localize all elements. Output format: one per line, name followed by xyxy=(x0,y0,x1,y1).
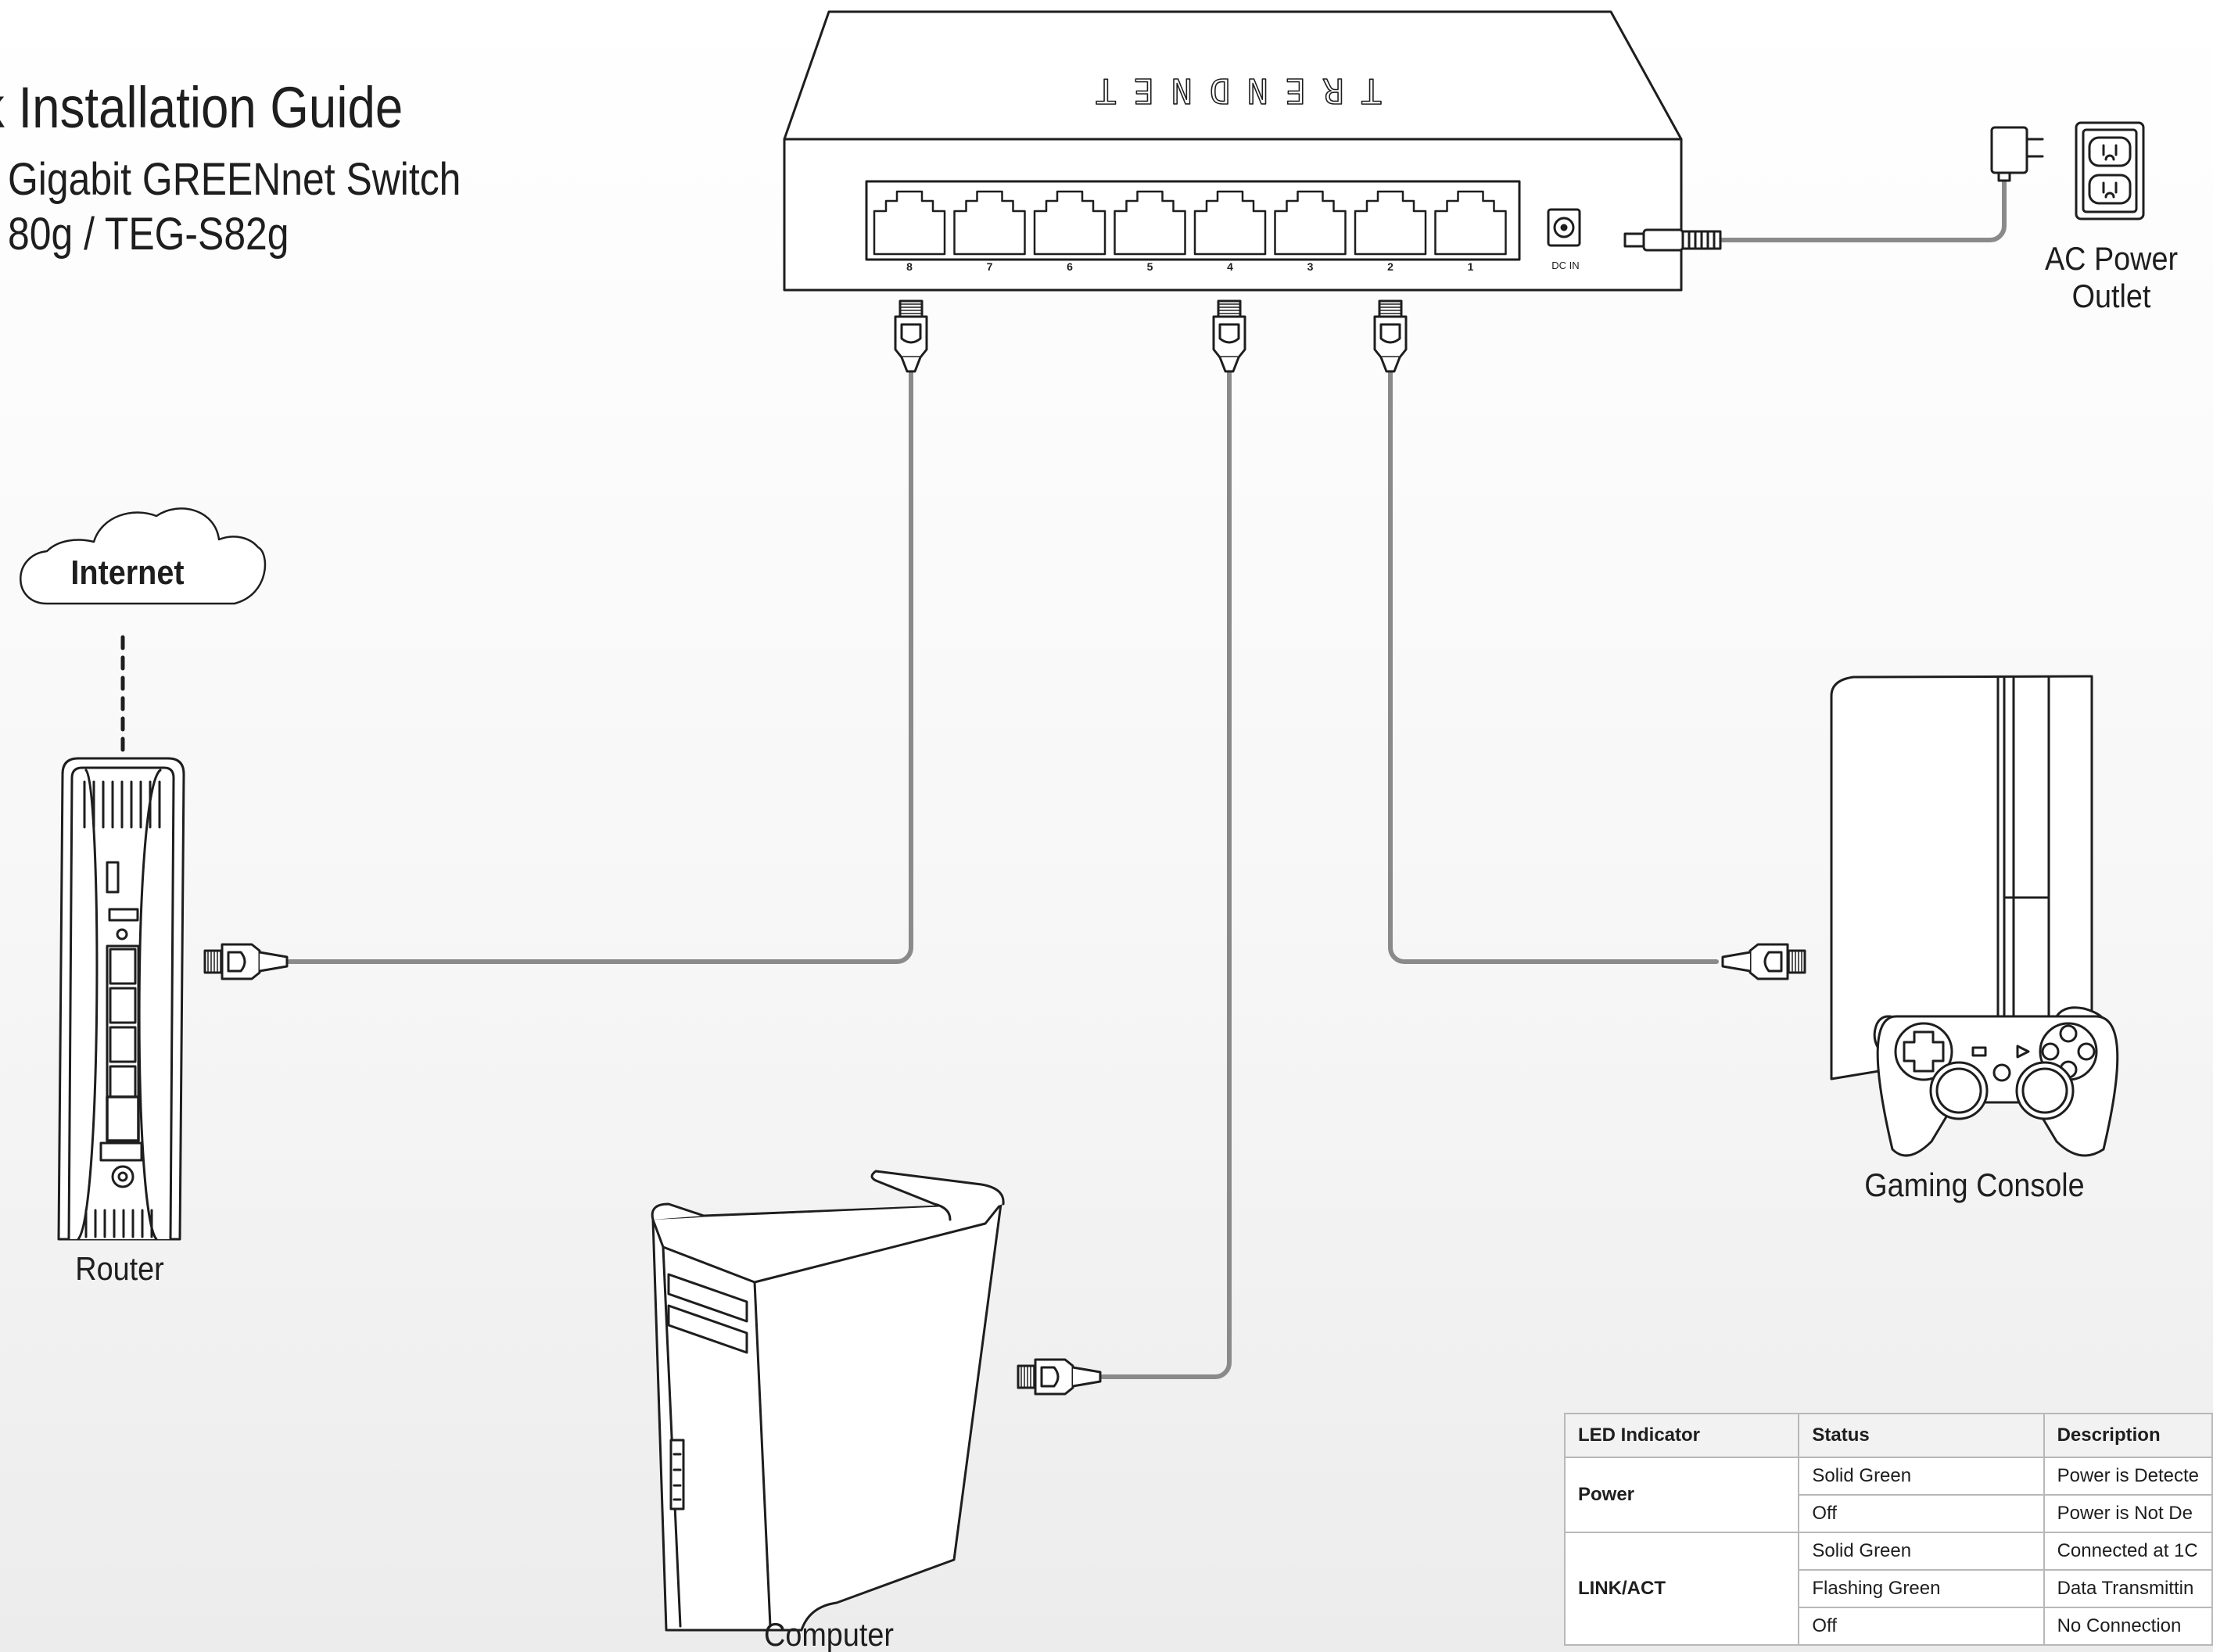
switch-port-8: 8 xyxy=(873,190,946,273)
status-cell: Solid Green xyxy=(1798,1457,2045,1496)
description-cell: Power is Detecte xyxy=(2043,1457,2213,1496)
header-description: Description xyxy=(2043,1413,2213,1458)
subtitle-line-1: Gigabit GREENnet Switch xyxy=(8,154,461,205)
indicator-link-act: LINK/ACT xyxy=(1563,1532,1800,1646)
status-cell: Off xyxy=(1798,1494,2045,1533)
description-cell: Connected at 1C xyxy=(2043,1532,2213,1571)
port-number-label: 8 xyxy=(906,260,913,273)
port-number-label: 3 xyxy=(1307,260,1314,273)
description-cell: No Connection xyxy=(2043,1607,2213,1646)
table-row: Flashing Green Data Transmittin xyxy=(1565,1569,2213,1608)
ac-outlet xyxy=(2075,121,2145,220)
table-header-row: LED Indicator Status Description xyxy=(1563,1413,2213,1458)
rj45-plug-port2 xyxy=(1373,299,1408,373)
switch-ports: 8 7 6 5 4 3 2 1 xyxy=(873,190,1507,273)
rj45-plug-computer xyxy=(1017,1358,1102,1396)
port-number-label: 7 xyxy=(987,260,993,273)
brand-logo: TRENDNET xyxy=(1078,70,1382,110)
status-cell: Solid Green xyxy=(1798,1532,2045,1571)
rj45-plug-port4 xyxy=(1212,299,1246,373)
rj45-plug-router xyxy=(203,943,289,980)
ac-power-label-line1: AC Power xyxy=(2045,241,2178,277)
router-device xyxy=(57,757,185,1241)
computer-device xyxy=(651,1170,1005,1632)
switch-port-1: 1 xyxy=(1434,190,1507,273)
port-number-label: 6 xyxy=(1067,260,1073,273)
console-device xyxy=(1830,675,2093,1080)
gamepad xyxy=(1873,1006,2119,1157)
switch-port-5: 5 xyxy=(1114,190,1186,273)
internet-cloud: Internet xyxy=(20,507,267,757)
switch-port-7: 7 xyxy=(953,190,1026,273)
cables xyxy=(287,179,2007,1379)
cable-power xyxy=(1718,179,2007,242)
table-row: Off Power is Not De xyxy=(1565,1494,2213,1533)
rj45-plug-console xyxy=(1721,943,1806,980)
guide-title: k Installation Guide xyxy=(0,75,404,140)
table-row: Off No Connection xyxy=(1565,1607,2213,1646)
port-number-label: 2 xyxy=(1387,260,1393,273)
internet-label: Internet xyxy=(70,553,184,591)
table-row: LINK/ACT Solid Green Connected at 1C xyxy=(1563,1532,2213,1646)
port-number-label: 5 xyxy=(1147,260,1153,273)
gaming-console-label: Gaming Console xyxy=(1864,1167,2084,1203)
router-label: Router xyxy=(75,1251,163,1287)
table-row: Power Solid Green Power is Detecte xyxy=(1563,1457,2213,1533)
port-number-label: 4 xyxy=(1227,260,1233,273)
status-cell: Off xyxy=(1798,1607,2045,1646)
cable-console xyxy=(1388,369,1719,964)
dc-in-label: DC IN xyxy=(1551,260,1579,271)
subtitle-line-2: 80g / TEG-S82g xyxy=(8,209,289,260)
ac-power-label-line2: Outlet xyxy=(2072,278,2151,314)
power-adapter xyxy=(1623,126,2044,252)
computer-label: Computer xyxy=(764,1617,894,1652)
router-vents xyxy=(83,780,161,1238)
status-cell: Flashing Green xyxy=(1798,1569,2045,1608)
description-cell: Power is Not De xyxy=(2043,1494,2213,1533)
switch-port-6: 6 xyxy=(1033,190,1106,273)
cable-router xyxy=(287,369,913,964)
indicator-power: Power xyxy=(1563,1457,1800,1533)
switch-port-2: 2 xyxy=(1354,190,1427,273)
network-switch: 8 7 6 5 4 3 2 1 DC IN TRENDNET xyxy=(783,10,1683,292)
switch-port-4: 4 xyxy=(1193,190,1267,273)
guide-subtitle: Gigabit GREENnet Switch 80g / TEG-S82g xyxy=(8,152,461,262)
rj45-connectors xyxy=(203,299,1806,1396)
cable-computer xyxy=(1100,369,1232,1379)
rj45-plug-port8 xyxy=(894,299,928,373)
header-led-indicator: LED Indicator xyxy=(1563,1413,1800,1458)
description-cell: Data Transmittin xyxy=(2043,1569,2213,1608)
switch-port-3: 3 xyxy=(1274,190,1347,273)
header-status: Status xyxy=(1798,1413,2045,1458)
led-status-table: LED Indicator Status Description Power S… xyxy=(1563,1413,2213,1646)
port-number-label: 1 xyxy=(1468,260,1474,273)
